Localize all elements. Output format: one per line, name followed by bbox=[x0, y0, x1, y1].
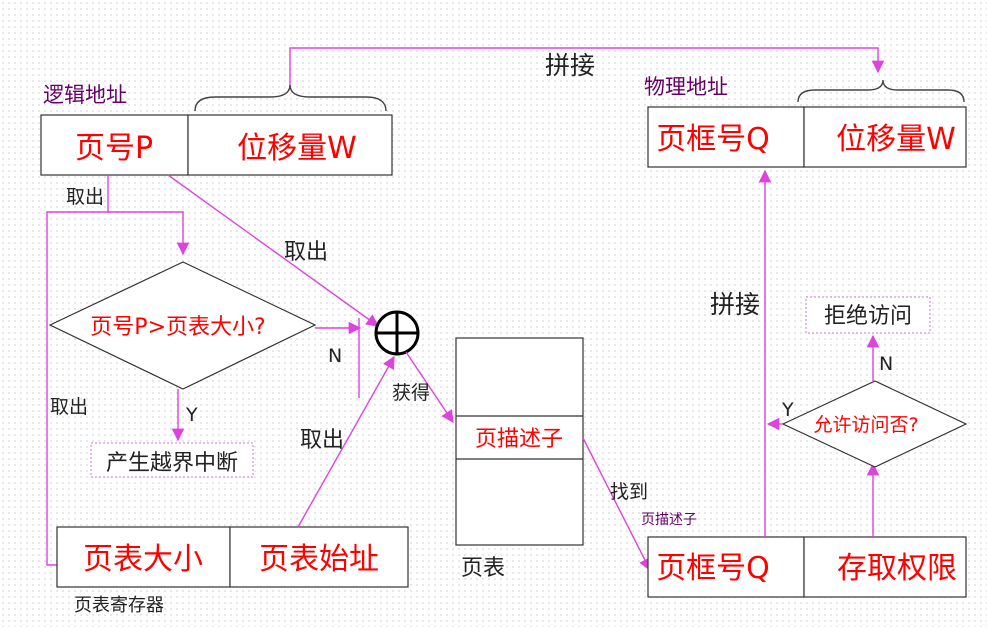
access-check-text: 允许访问否? bbox=[813, 414, 918, 436]
concat-top-label: 拼接 bbox=[545, 51, 595, 80]
deny-text: 拒绝访问 bbox=[824, 304, 912, 329]
deny-box bbox=[805, 296, 931, 334]
physical-address-title: 物理地址 bbox=[644, 75, 728, 99]
decision-no-label: N bbox=[328, 345, 342, 367]
page-table-to-descriptor-connector bbox=[582, 437, 651, 572]
logical-offset-brace bbox=[194, 84, 387, 112]
physical-frame-text: 页框号Q bbox=[656, 122, 770, 157]
found-sub-label: 页描述子 bbox=[641, 512, 697, 528]
access-no-label: N bbox=[879, 353, 893, 375]
physical-frame-cell bbox=[647, 106, 805, 168]
logical-offset-text: 位移量W bbox=[237, 131, 357, 166]
adder-to-page-table-connector bbox=[405, 351, 454, 424]
logical-address-title: 逻辑地址 bbox=[43, 83, 127, 107]
page-number-to-adder-connector bbox=[167, 174, 380, 327]
access-check-diamond bbox=[781, 380, 968, 468]
descriptor-access-text: 存取权限 bbox=[837, 551, 957, 586]
register-size-text: 页表大小 bbox=[83, 542, 203, 577]
found-label: 找到 bbox=[610, 481, 648, 503]
physical-offset-brace bbox=[797, 79, 965, 103]
bounds-check-text: 页号P>页表大小? bbox=[90, 315, 265, 340]
descriptor-frame-cell bbox=[647, 536, 805, 598]
interrupt-text: 产生越界中断 bbox=[106, 451, 238, 476]
fetch-to-decision-connector bbox=[107, 175, 190, 256]
decision-yes-label: Y bbox=[185, 404, 198, 426]
register-title: 页表寄存器 bbox=[74, 595, 164, 616]
fetch-lower-mid-label: 取出 bbox=[300, 428, 344, 453]
access-yes-label: Y bbox=[781, 399, 794, 421]
fetch-left-label: 取出 bbox=[66, 186, 104, 208]
physical-offset-text: 位移量W bbox=[836, 122, 956, 157]
register-size-to-decision-connector bbox=[46, 211, 110, 566]
concat-right-label: 拼接 bbox=[710, 290, 760, 319]
descriptor-frame-text: 页框号Q bbox=[656, 551, 770, 586]
obtain-label: 获得 bbox=[392, 382, 430, 404]
register-start-to-adder-connector bbox=[297, 355, 395, 528]
register-start-text: 页表始址 bbox=[259, 542, 379, 577]
bounds-check-diamond bbox=[48, 261, 317, 390]
page-table-column bbox=[455, 337, 584, 546]
fetch-mid-label: 取出 bbox=[284, 240, 328, 265]
interrupt-box bbox=[90, 442, 254, 478]
descriptor-access-cell bbox=[803, 536, 967, 598]
physical-offset-cell bbox=[803, 106, 967, 168]
page-table-title: 页表 bbox=[461, 556, 505, 581]
logical-page-number-text: 页号P bbox=[75, 131, 153, 166]
concat-top-connector bbox=[289, 47, 885, 86]
page-table-descriptor-text: 页描述子 bbox=[475, 427, 563, 452]
fetch-bottom-left-label: 取出 bbox=[50, 396, 88, 418]
register-start-cell bbox=[229, 526, 409, 588]
logical-offset-cell bbox=[187, 114, 393, 176]
